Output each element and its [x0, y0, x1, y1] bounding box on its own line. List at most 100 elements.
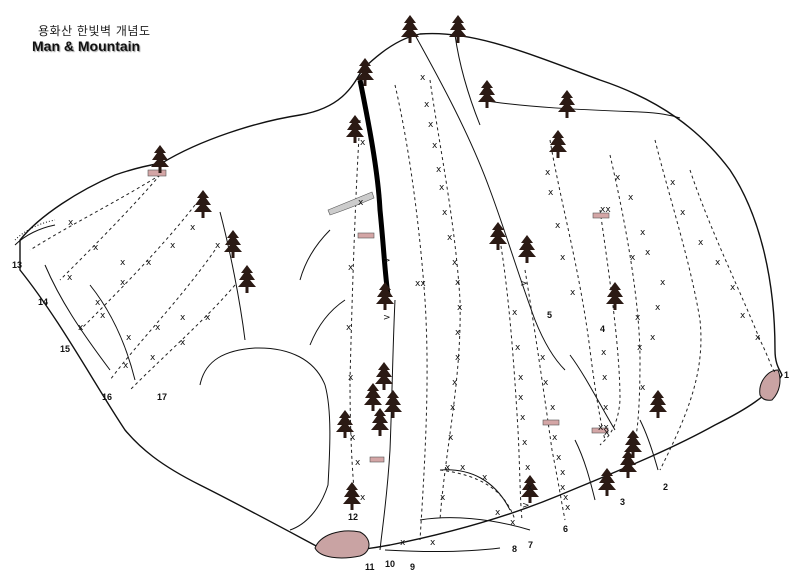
bolt-icon: x — [93, 243, 99, 253]
route-line — [79, 204, 196, 331]
bolt-icon: x — [543, 378, 549, 388]
bolt-icon: x — [190, 223, 196, 233]
bolt-icon: x — [180, 313, 186, 323]
inner-rock-lobe — [199, 347, 331, 531]
crack-line — [309, 299, 346, 346]
bolt-icon: x — [604, 428, 610, 438]
route-line — [429, 79, 461, 521]
anchor-icon — [591, 427, 609, 434]
crack-line — [89, 284, 136, 381]
bolt-icon: x — [560, 468, 566, 478]
tree-icon — [194, 190, 212, 218]
bolt-icon: x — [146, 258, 152, 268]
crack-line — [414, 34, 566, 371]
bolt-icon: x — [428, 120, 434, 130]
route-line — [29, 174, 161, 251]
crack-line — [574, 439, 596, 501]
bolt-icon: x — [601, 348, 607, 358]
double-bolt-icon: xx — [598, 423, 609, 433]
bolt-icon: x — [432, 141, 438, 151]
bolt-icon: x — [150, 353, 156, 363]
bolt-icon: x — [650, 333, 656, 343]
bolt-icon: x — [680, 208, 686, 218]
bolt-icon: x — [360, 493, 366, 503]
bolt-icon: x — [518, 373, 524, 383]
tree-icon — [449, 15, 467, 43]
bolt-icon: x — [482, 473, 488, 483]
tree-icon — [343, 482, 361, 510]
bolt-icon: x — [615, 173, 621, 183]
bolt-icon: x — [637, 343, 643, 353]
tree-icon — [401, 15, 419, 43]
route-number-label: 15 — [60, 344, 70, 354]
bolt-icon: x — [120, 278, 126, 288]
bolt-icon: x — [205, 313, 211, 323]
bolt-icon: x — [170, 241, 176, 251]
tree-icon — [371, 408, 389, 436]
route-number-label: 1 — [784, 370, 789, 380]
route-line — [599, 209, 621, 446]
chevron-icon: > — [383, 256, 391, 266]
crack-line — [384, 547, 501, 553]
route-line — [499, 239, 523, 521]
route-line — [524, 269, 566, 521]
tree-icon — [649, 390, 667, 418]
tree-icon — [624, 430, 642, 458]
bolt-icon: x — [155, 323, 161, 333]
bolt-icon: x — [439, 183, 445, 193]
tree-icon — [384, 390, 402, 418]
bolt-icon: x — [68, 218, 74, 228]
anchor-icon — [592, 212, 610, 219]
map-title-korean: 용화산 한빛벽 개념도 — [38, 24, 151, 38]
route-line — [549, 139, 606, 441]
tree-icon — [336, 410, 354, 438]
bolt-icon: x — [548, 188, 554, 198]
bolt-icon: x — [436, 165, 442, 175]
route-line — [654, 139, 702, 471]
bolt-icon: x — [350, 433, 356, 443]
anchor-icon — [357, 232, 375, 239]
bolt-icon: x — [715, 258, 721, 268]
bolt-icon: x — [628, 193, 634, 203]
bolt-icon: x — [565, 503, 571, 513]
tree-icon — [356, 58, 374, 86]
tree-icon — [364, 383, 382, 411]
crag-outline — [19, 32, 783, 552]
bolt-icon: x — [512, 308, 518, 318]
main-chimney-crack — [357, 79, 391, 296]
bolt-icon: x — [525, 463, 531, 473]
bolt-icon: x — [180, 338, 186, 348]
bolt-icon: x — [445, 463, 451, 473]
bolt-icon: x — [457, 303, 463, 313]
bolt-icon: x — [360, 138, 366, 148]
bolt-icon: x — [602, 373, 608, 383]
bolt-icon: x — [440, 493, 446, 503]
tree-icon — [376, 282, 394, 310]
bolt-icon: x — [698, 238, 704, 248]
bolt-icon: x — [348, 373, 354, 383]
bolt-icon: x — [355, 458, 361, 468]
tree-icon — [489, 222, 507, 250]
tree-icon — [346, 115, 364, 143]
crack-line — [379, 299, 396, 551]
bolt-icon: x — [560, 483, 566, 493]
bolt-icon: x — [346, 323, 352, 333]
anchor-icon — [369, 456, 385, 463]
overhang-hatch — [14, 219, 56, 241]
crack-line — [479, 99, 681, 119]
bolt-icon: x — [755, 333, 761, 343]
route-number-label: 5 — [547, 310, 552, 320]
anchor-icon — [542, 419, 560, 426]
bolt-icon: x — [640, 383, 646, 393]
trees-layer — [151, 15, 667, 510]
tree-icon — [606, 282, 624, 310]
bolt-icon: x — [522, 438, 528, 448]
bolt-icon: x — [123, 361, 129, 371]
route-number-label: 2 — [663, 482, 668, 492]
bolt-icon: x — [450, 403, 456, 413]
bolt-icon: x — [452, 378, 458, 388]
bolt-icon: x — [78, 323, 84, 333]
bolt-icon: x — [655, 303, 661, 313]
bolt-icon: x — [540, 353, 546, 363]
